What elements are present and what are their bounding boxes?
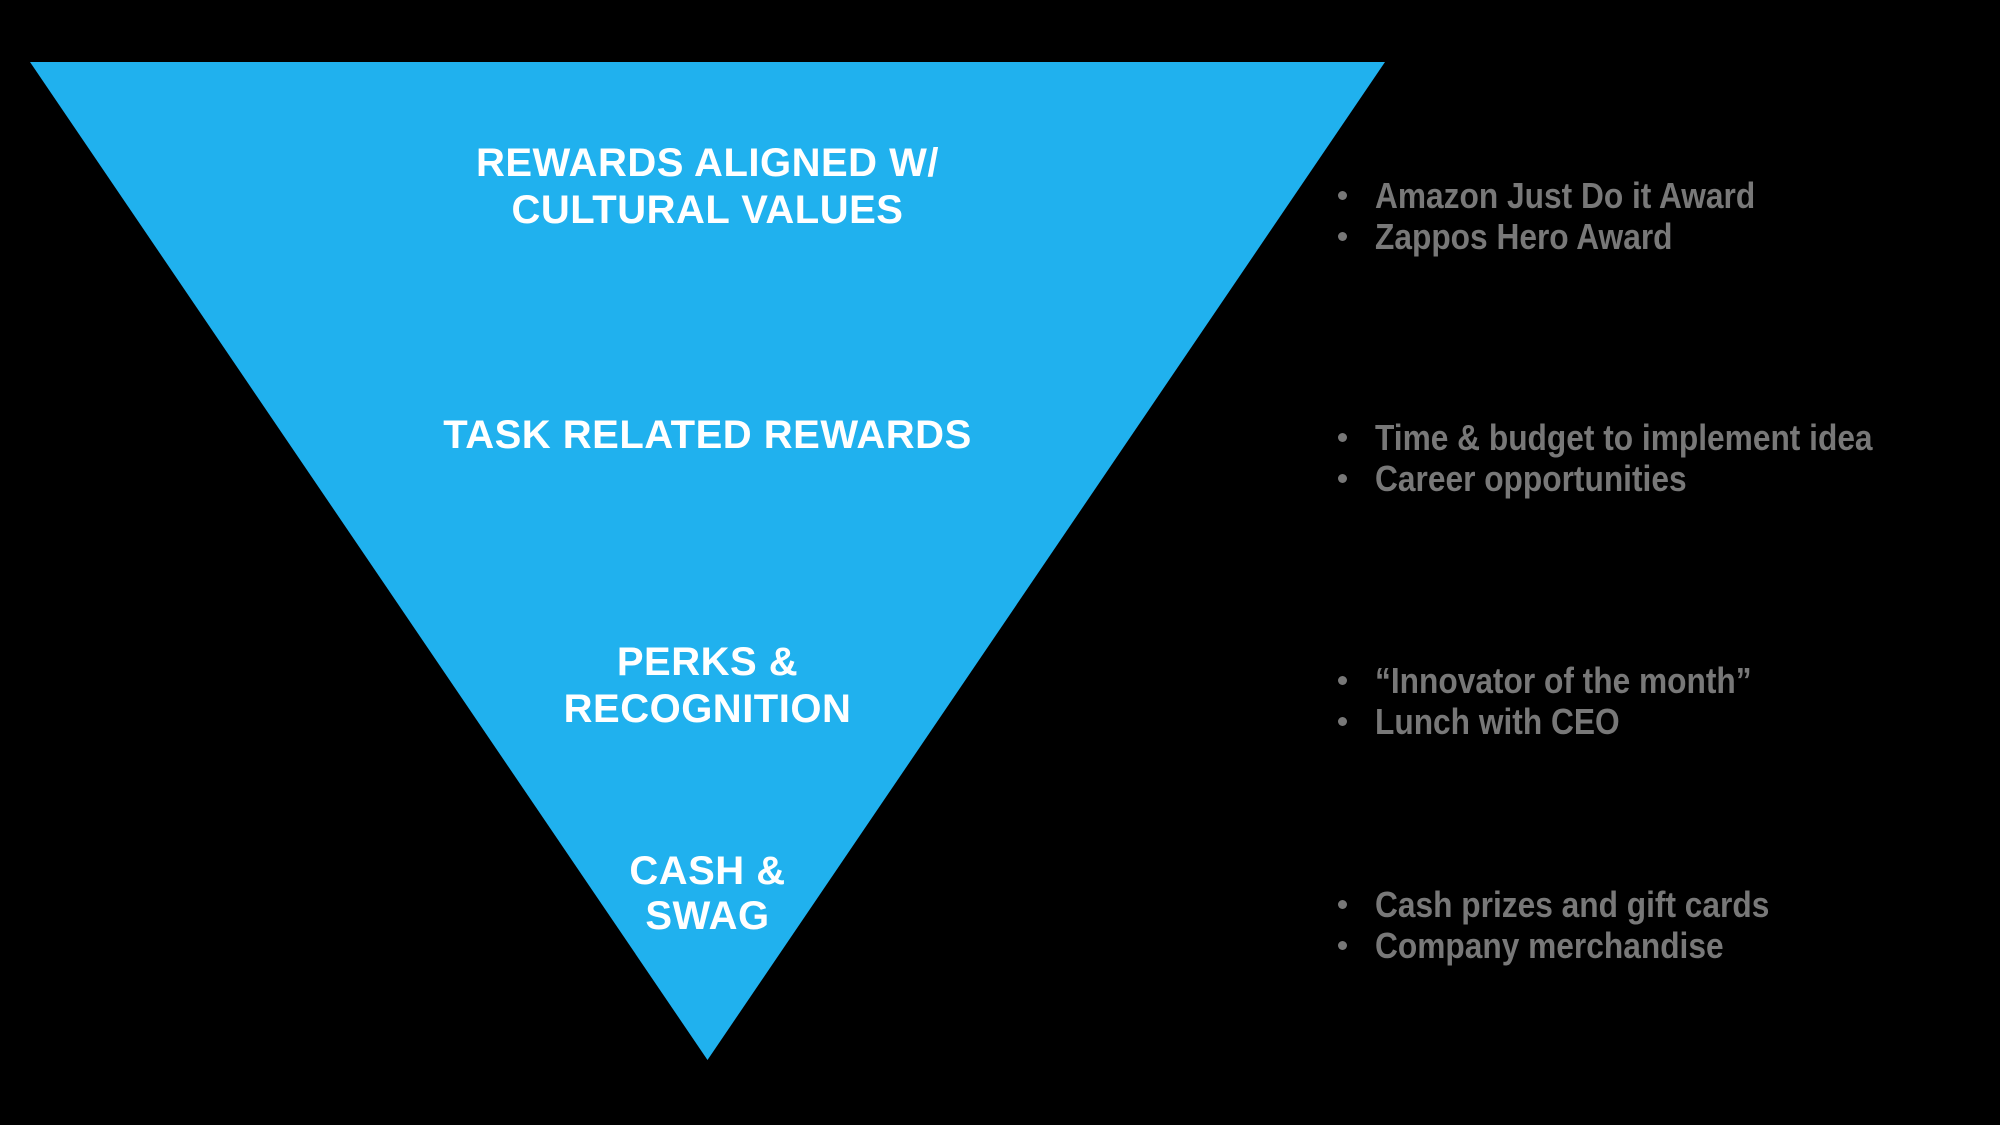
bullet-item: Zappos Hero Award bbox=[1338, 216, 1978, 257]
level-label-line: CASH & bbox=[629, 849, 786, 893]
bullet-group-perks-recognition: “Innovator of the month” Lunch with CEO bbox=[1338, 660, 1978, 742]
bullet-group-cultural-values: Amazon Just Do it Award Zappos Hero Awar… bbox=[1338, 175, 1978, 257]
level-label-line: TASK RELATED REWARDS bbox=[443, 413, 972, 457]
bullet-text: Zappos Hero Award bbox=[1375, 216, 1673, 257]
pyramid-level-task-related-rewards: TASK RELATED REWARDS bbox=[30, 412, 1385, 459]
bullet-dot-icon bbox=[1338, 676, 1375, 685]
pyramid-level-rewards-aligned-cultural-values: REWARDS ALIGNED W/ CULTURAL VALUES bbox=[30, 140, 1385, 234]
bullet-dot-icon bbox=[1338, 941, 1375, 950]
bullet-dot-icon bbox=[1338, 900, 1375, 909]
bullet-dot-icon bbox=[1338, 433, 1375, 442]
bullet-text: “Innovator of the month” bbox=[1375, 660, 1752, 701]
bullet-item: Lunch with CEO bbox=[1338, 701, 1978, 742]
bullet-dot-icon bbox=[1338, 717, 1375, 726]
level-label-line: RECOGNITION bbox=[563, 687, 852, 731]
bullet-text: Company merchandise bbox=[1375, 925, 1724, 966]
bullet-text: Lunch with CEO bbox=[1375, 701, 1620, 742]
bullet-dot-icon bbox=[1338, 232, 1375, 241]
level-label-line: REWARDS ALIGNED W/ bbox=[475, 141, 940, 185]
bullet-item: Time & budget to implement idea bbox=[1338, 417, 1978, 458]
bullet-dot-icon bbox=[1338, 191, 1375, 200]
level-label-line: SWAG bbox=[645, 894, 770, 938]
bullet-group-task-related: Time & budget to implement idea Career o… bbox=[1338, 417, 1978, 499]
bullet-item: Company merchandise bbox=[1338, 925, 1978, 966]
bullet-text: Amazon Just Do it Award bbox=[1375, 175, 1756, 216]
bullet-text: Time & budget to implement idea bbox=[1375, 417, 1873, 458]
bullet-item: Cash prizes and gift cards bbox=[1338, 884, 1978, 925]
bullet-item: “Innovator of the month” bbox=[1338, 660, 1978, 701]
level-label-line: CULTURAL VALUES bbox=[511, 188, 904, 232]
pyramid-level-perks-recognition: PERKS & RECOGNITION bbox=[30, 639, 1385, 733]
bullet-item: Career opportunities bbox=[1338, 458, 1978, 499]
bullet-item: Amazon Just Do it Award bbox=[1338, 175, 1978, 216]
bullet-text: Cash prizes and gift cards bbox=[1375, 884, 1770, 925]
bullet-group-cash-swag: Cash prizes and gift cards Company merch… bbox=[1338, 884, 1978, 966]
bullet-text: Career opportunities bbox=[1375, 458, 1687, 499]
pyramid-level-cash-swag: CASH & SWAG bbox=[30, 849, 1385, 939]
level-label-line: PERKS & bbox=[616, 640, 799, 684]
bullet-dot-icon bbox=[1338, 474, 1375, 483]
